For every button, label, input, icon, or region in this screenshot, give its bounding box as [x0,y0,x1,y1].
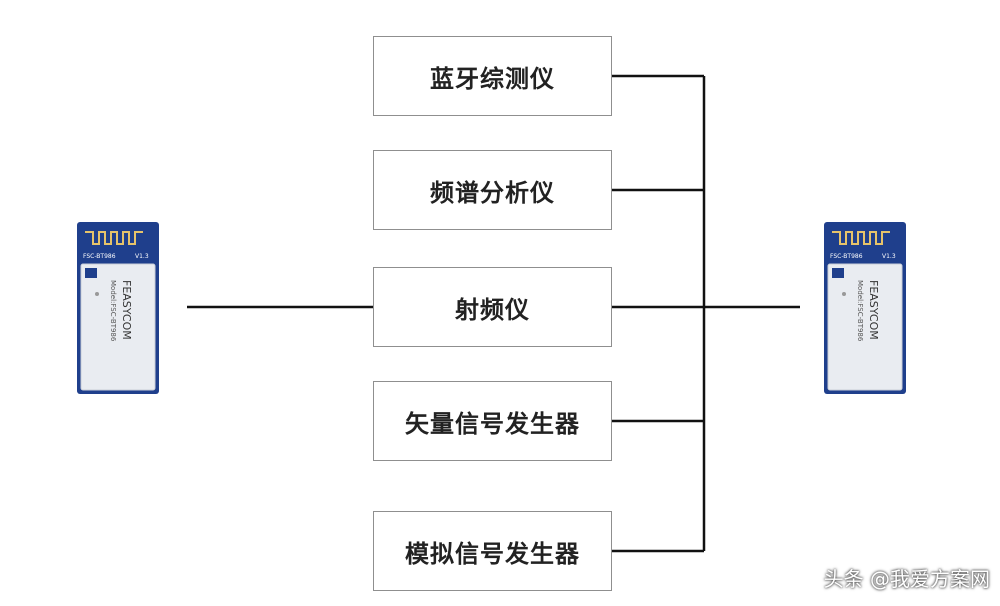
bluetooth-module-right: FSC-BT986 V1.3 FEASYCOM Model:FSC-BT986 [824,222,906,394]
module-brand: FEASYCOM [867,280,880,340]
module-model: Model:FSC-BT986 [856,280,864,342]
connector-lines [187,74,800,553]
instrument-label: 射频仪 [455,295,530,324]
instrument-label: 矢量信号发生器 [405,409,580,438]
instrument-label: 蓝牙综测仪 [430,64,555,93]
instrument-box-analog-signal-generator: 模拟信号发生器 [373,511,612,591]
instrument-box-bt-tester: 蓝牙综测仪 [373,36,612,116]
bluetooth-module-left: FSC-BT986 V1.3 FEASYCOM Model:FSC-BT986 [77,222,159,394]
pcb-code: FSC-BT986 [830,253,863,260]
instrument-box-rf-instrument: 射频仪 [373,267,612,347]
pcb-version: V1.3 [882,253,896,260]
instrument-box-vector-signal-generator: 矢量信号发生器 [373,381,612,461]
instrument-box-spectrum-analyzer: 频谱分析仪 [373,150,612,230]
module-model: Model:FSC-BT986 [109,280,117,342]
pcb-version: V1.3 [135,253,149,260]
watermark: 头条 @我爱方案网 [823,567,990,591]
instrument-label: 频谱分析仪 [430,178,555,207]
module-brand: FEASYCOM [120,280,133,340]
instrument-label: 模拟信号发生器 [405,539,580,568]
pcb-code: FSC-BT986 [83,253,116,260]
